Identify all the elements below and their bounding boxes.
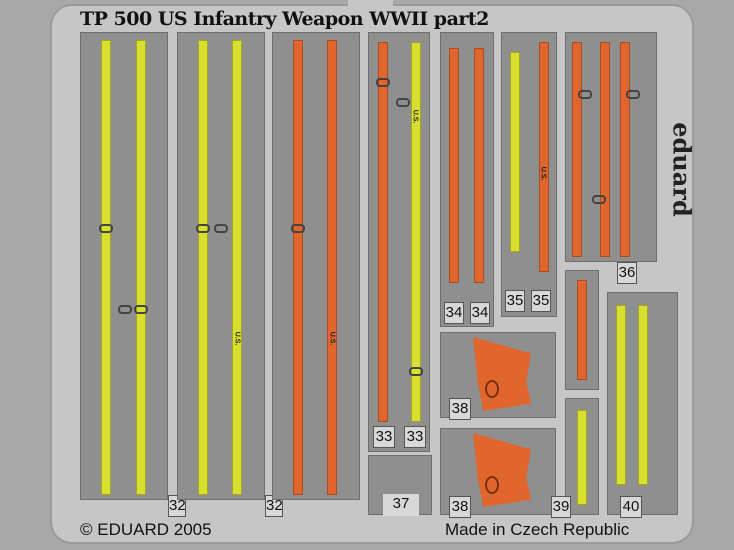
part-number-35: 35 — [505, 290, 525, 312]
brand-logo-text: eduard — [667, 122, 697, 217]
strap-marking: U.S. — [328, 331, 336, 346]
buckle-icon — [376, 78, 390, 87]
buckle-icon — [99, 224, 113, 233]
part-number-39: 39 — [551, 496, 571, 518]
origin-text: Made in Czech Republic — [445, 520, 630, 539]
yellow-strap — [577, 410, 587, 505]
panel-part-32a — [80, 32, 168, 500]
part-number-37: 37 — [383, 494, 419, 516]
part-number-33: 33 — [373, 426, 395, 448]
emblem-icon — [485, 476, 499, 494]
orange-strap — [539, 42, 549, 272]
orange-strap — [449, 48, 459, 283]
yellow-strap — [411, 42, 421, 422]
yellow-strap — [638, 305, 648, 485]
emblem-icon — [485, 380, 499, 398]
buckle-icon — [134, 305, 148, 314]
fret-notch — [348, 0, 393, 6]
panel-part-32b — [177, 32, 265, 500]
buckle-icon — [626, 90, 640, 99]
buckle-icon — [118, 305, 132, 314]
buckle-icon — [578, 90, 592, 99]
yellow-strap — [510, 52, 520, 252]
orange-strap — [572, 42, 582, 257]
yellow-strap — [616, 305, 626, 485]
yellow-strap — [101, 40, 111, 495]
orange-strap — [327, 40, 337, 495]
buckle-icon — [214, 224, 228, 233]
panel-part-32c — [272, 32, 360, 500]
orange-strap — [378, 42, 388, 422]
fret-title: TP 500 US Infantry Weapon WWII part2 — [80, 8, 489, 30]
part-number-38: 38 — [449, 398, 471, 420]
buckle-icon — [291, 224, 305, 233]
part-number-33: 33 — [404, 426, 426, 448]
buckle-icon — [196, 224, 210, 233]
yellow-strap — [136, 40, 146, 495]
orange-strap — [577, 280, 587, 380]
orange-strap — [293, 40, 303, 495]
part-number-35: 35 — [531, 290, 551, 312]
buckle-icon — [592, 195, 606, 204]
part-number-36: 36 — [617, 262, 637, 284]
strap-marking: U.S. — [539, 166, 547, 181]
part-number-34: 34 — [470, 302, 490, 324]
part-number-32: 32 — [265, 495, 283, 517]
yellow-strap — [198, 40, 208, 495]
strap-marking: U.S. — [411, 109, 419, 124]
copyright-text: © EDUARD 2005 — [80, 520, 212, 539]
buckle-icon — [396, 98, 410, 107]
strap-marking: U.S. — [233, 331, 241, 346]
orange-strap — [474, 48, 484, 283]
part-number-38: 38 — [449, 496, 471, 518]
orange-strap — [600, 42, 610, 257]
part-number-40: 40 — [620, 496, 642, 518]
buckle-icon — [409, 367, 423, 376]
part-number-34: 34 — [444, 302, 464, 324]
yellow-strap — [232, 40, 242, 495]
orange-strap — [620, 42, 630, 257]
